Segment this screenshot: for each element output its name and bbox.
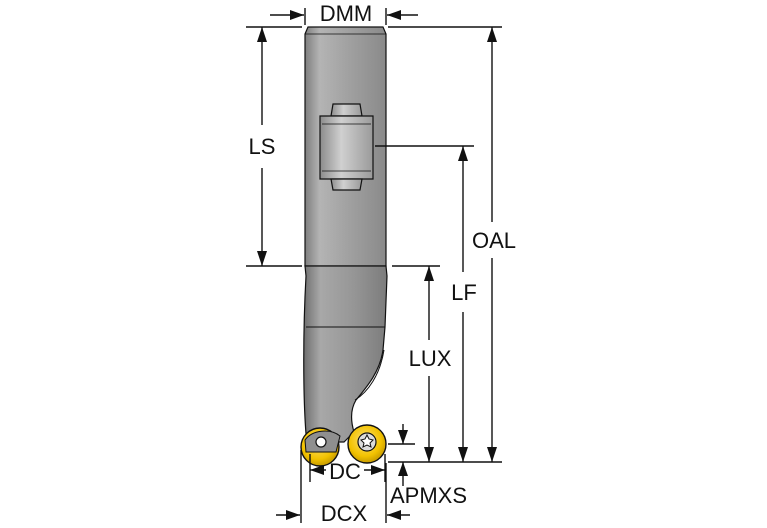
label-lf: LF (451, 280, 477, 305)
label-ls: LS (249, 134, 276, 159)
insert-right (347, 424, 387, 464)
clamp-hole (315, 436, 327, 448)
tool-body (303, 26, 388, 443)
dimension-labels: DMM LS OAL LF LUX DC DCX APMXS (249, 1, 516, 526)
dimension-lines (246, 8, 502, 523)
label-dcx: DCX (321, 501, 368, 523)
label-dmm: DMM (320, 1, 373, 26)
label-apmxs: APMXS (390, 483, 467, 508)
label-dc: DC (329, 459, 361, 484)
label-oal: OAL (472, 228, 516, 253)
neck-chip-groove (354, 349, 385, 401)
torx-socket (360, 433, 374, 448)
label-lux: LUX (409, 346, 452, 371)
neck (303, 265, 388, 443)
weldon-flat (319, 103, 374, 191)
arrowheads (257, 10, 497, 520)
